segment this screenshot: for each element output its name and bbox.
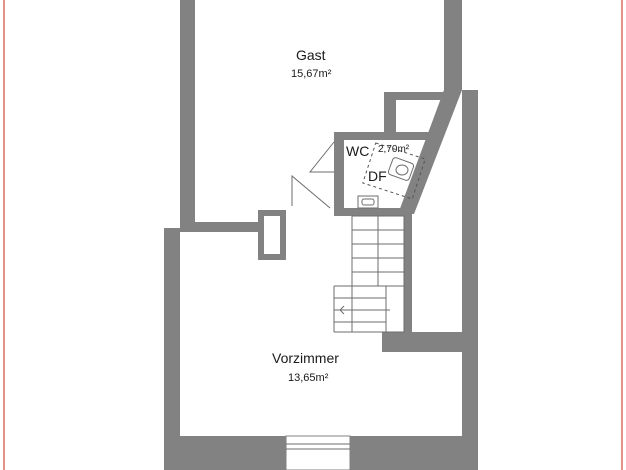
window xyxy=(285,435,351,470)
vorzimmer-right-wall xyxy=(462,90,478,470)
stair-arrow xyxy=(339,305,390,315)
vorzimmer-left-wall xyxy=(164,228,180,470)
shaft-wall xyxy=(384,92,396,132)
gast-door xyxy=(291,174,331,209)
slanted-wall xyxy=(398,90,462,214)
wc-room-area: 2,70m² xyxy=(378,144,410,155)
vorzimmer-room-name: Vorzimmer xyxy=(272,350,339,366)
vorzimmer-notch-wall xyxy=(382,332,462,352)
gast-right-wall xyxy=(444,0,462,90)
shaft-top-wall xyxy=(384,92,444,100)
vorzimmer-floor xyxy=(180,232,462,332)
gast-room-area: 15,67m² xyxy=(291,68,332,80)
wc-room-name: WC xyxy=(346,143,370,159)
skylight-label: DF xyxy=(368,168,387,184)
wc-top-wall xyxy=(334,132,432,140)
basin-inner xyxy=(361,198,375,206)
pillar-inner-redraw xyxy=(264,232,280,254)
wc-left-wall xyxy=(334,132,344,212)
gast-left-wall xyxy=(180,0,195,228)
door-swings xyxy=(291,141,335,209)
skylight-outline xyxy=(362,142,426,200)
gast-bottom-wall xyxy=(180,222,262,232)
wc-bottom-wall xyxy=(334,208,410,216)
gast-room-name: Gast xyxy=(296,47,326,63)
vorzimmer-floor-lower xyxy=(180,352,462,436)
toilet-bowl xyxy=(395,164,409,176)
wc-door xyxy=(308,141,335,173)
vorzimmer-room-area: 13,65m² xyxy=(288,372,329,384)
bottom-wall-left xyxy=(164,436,286,470)
bottom-wall-right xyxy=(350,436,478,470)
vorzimmer-floor-mid xyxy=(180,332,382,352)
wc-fixtures xyxy=(357,157,415,209)
stair-right-wall-redraw xyxy=(404,232,412,332)
